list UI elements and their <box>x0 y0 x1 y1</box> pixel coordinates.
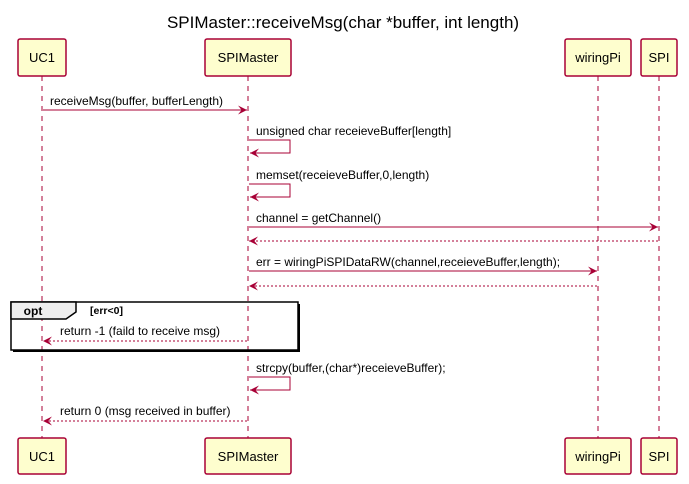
message-label: return 0 (msg received in buffer) <box>60 404 231 418</box>
participant-spimaster-top: SPIMaster <box>204 38 292 77</box>
participant-label: UC1 <box>29 449 55 464</box>
message-label: strcpy(buffer,(char*)receieveBuffer); <box>256 361 446 375</box>
message-arrow <box>249 139 291 158</box>
fragment-guard: [err<0] <box>90 305 123 317</box>
participant-label: SPIMaster <box>218 50 279 65</box>
diagram-title: SPIMaster::receiveMsg(char *buffer, int … <box>167 13 519 32</box>
message-declare-buffer: unsigned char receieveBuffer[length] <box>249 124 451 158</box>
message-label: channel = getChannel() <box>256 211 381 225</box>
participant-label: wiringPi <box>574 50 621 65</box>
message-label: unsigned char receieveBuffer[length] <box>256 124 451 138</box>
participant-spi-bottom: SPI <box>640 437 678 475</box>
message-spi-data-rw: err = wiringPiSPIDataRW(channel,receieve… <box>249 255 597 276</box>
participant-label: SPI <box>649 449 670 464</box>
message-return-success: return 0 (msg received in buffer) <box>43 404 247 426</box>
opt-fragment: opt [err<0] <box>10 301 300 352</box>
participant-label: UC1 <box>29 50 55 65</box>
message-receive-msg: receiveMsg(buffer, bufferLength) <box>43 94 247 115</box>
participant-label: SPI <box>649 50 670 65</box>
participant-spimaster-bottom: SPIMaster <box>204 437 292 475</box>
message-strcpy: strcpy(buffer,(char*)receieveBuffer); <box>249 361 446 395</box>
fragment-header <box>10 301 77 320</box>
message-label: err = wiringPiSPIDataRW(channel,receieve… <box>256 255 560 269</box>
participant-label: SPIMaster <box>218 449 279 464</box>
lifelines <box>41 76 660 438</box>
messages: receiveMsg(buffer, bufferLength) unsigne… <box>43 94 658 426</box>
message-memset: memset(receieveBuffer,0,length) <box>249 168 429 202</box>
participant-wiringpi-bottom: wiringPi <box>564 437 632 475</box>
message-label: return -1 (faild to receive msg) <box>60 324 220 338</box>
participant-spi-top: SPI <box>640 38 678 77</box>
message-arrow <box>249 183 291 202</box>
participant-wiringpi-top: wiringPi <box>564 38 632 77</box>
participant-uc1-top: UC1 <box>17 38 67 77</box>
message-get-channel: channel = getChannel() <box>249 211 658 232</box>
participant-uc1-bottom: UC1 <box>17 437 67 475</box>
fragment-keyword: opt <box>24 304 43 318</box>
participant-label: wiringPi <box>574 449 621 464</box>
message-label: memset(receieveBuffer,0,length) <box>256 168 429 182</box>
message-arrow <box>249 376 291 395</box>
message-label: receiveMsg(buffer, bufferLength) <box>50 94 223 108</box>
message-return-error: return -1 (faild to receive msg) <box>43 324 247 346</box>
